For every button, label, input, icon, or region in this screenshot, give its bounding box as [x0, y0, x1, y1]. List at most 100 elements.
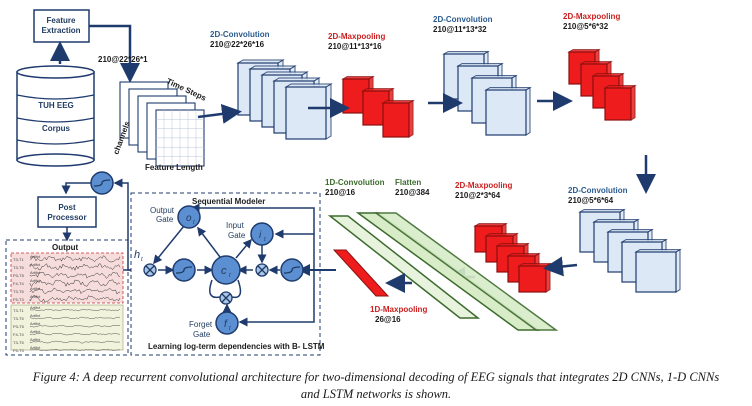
pool1-shape: 210@11*13*16 [328, 42, 382, 51]
eeg-channel-label: F4-T4 [13, 281, 24, 286]
conv1d-shape: 210@16 [325, 188, 356, 197]
eeg-trace-label: Artifct [30, 313, 41, 318]
input-gate-node: i t [250, 222, 274, 246]
eeg-trace [29, 287, 121, 295]
pool3-title: 2D-Maxpooling [455, 181, 512, 190]
post-processor-label-1: Post [58, 203, 76, 212]
eeg-trace [29, 332, 121, 336]
input-stack [119, 81, 205, 167]
feature-length-label: Feature Length [145, 163, 203, 172]
tanh-node-left [172, 258, 196, 282]
pool2-shape: 210@5*6*32 [563, 22, 609, 31]
output-gate-label-2: Gate [156, 215, 174, 224]
eeg-channel-label: T3-T1 [13, 308, 24, 313]
forget-gate-label-1: Forget [189, 320, 213, 329]
conv3-stack [578, 208, 682, 293]
tuh-eeg-database: TUH EEG Corpus [16, 65, 95, 167]
conv2-title: 2D-Convolution [433, 15, 493, 24]
svg-text:f: f [224, 319, 228, 330]
svg-text:t: t [229, 273, 231, 279]
pool1d-shape: 26@16 [375, 315, 401, 324]
arrow-conv3-pool3 [543, 256, 578, 277]
lstm-cell [153, 203, 315, 327]
pool1-stack [341, 75, 415, 138]
eeg-trace [29, 308, 121, 312]
flatten-title: Flatten [395, 178, 421, 187]
flatten-layer [355, 212, 559, 331]
eeg-trace-label: Artifct [30, 270, 41, 275]
multiply-node-output [143, 263, 157, 277]
svg-text:t: t [229, 326, 231, 332]
conv1-stack-face [285, 86, 327, 140]
eeg-channel-label: F4-T4 [13, 332, 24, 337]
feature-to-input-arrow [89, 24, 140, 83]
multiply-node-forget [219, 291, 233, 305]
eeg-trace-label: Artifct [30, 278, 41, 283]
eeg-trace-label: Artifct [30, 254, 41, 259]
flatten-shape: 210@384 [395, 188, 430, 197]
eeg-trace-label: Artifct [30, 305, 41, 310]
eeg-trace [29, 263, 121, 271]
forget-gate-node: f t [215, 311, 239, 335]
conv1d-title: 1D-Convolution [325, 178, 385, 187]
input-shape-label: 210@22*26*1 [98, 55, 148, 64]
forget-gate-label-2: Gate [193, 330, 211, 339]
svg-text:t: t [264, 237, 266, 243]
eeg-channel-label: P3-T5 [13, 273, 25, 278]
conv2-stack [442, 50, 532, 136]
eeg-channel-label: T3-T5 [13, 316, 24, 321]
lstm-to-sigmoid [113, 178, 131, 271]
pool2-stack [567, 48, 637, 121]
pool1d-title: 1D-Maxpooling [370, 305, 427, 314]
eeg-trace-label: Artifct [30, 321, 41, 326]
eeg-channel-label: F5-T3 [13, 348, 24, 353]
eeg-trace-label: Artifct [30, 337, 41, 342]
eeg-trace-label: Artifct [30, 286, 41, 291]
conv2-shape: 210@11*13*32 [433, 25, 487, 34]
lstm-title: Sequential Modeler [192, 197, 265, 206]
pool3-shape: 210@2*3*64 [455, 191, 501, 200]
eeg-trace [29, 316, 121, 320]
eeg-trace-label: Artifct [30, 329, 41, 334]
conv1-shape: 210@22*26*16 [210, 40, 265, 49]
eeg-panel-bottom [10, 304, 124, 351]
post-processor-box: Post Processor [37, 196, 97, 228]
output-title: Output [52, 243, 79, 252]
cell-state-node: c t [211, 255, 241, 285]
conv3-stack-face [635, 251, 677, 293]
eeg-trace [29, 271, 121, 279]
eeg-trace [29, 324, 120, 328]
pool2-title: 2D-Maxpooling [563, 12, 620, 21]
sigmoid-to-post [61, 182, 91, 195]
hidden-state-label: h [134, 249, 140, 261]
eeg-traces-top: T3-T1ArtifctT3-T5ArtifctP3-T5ArtifctF4-T… [13, 254, 121, 303]
pool1d-layer [332, 249, 390, 297]
eeg-panel-top [10, 252, 124, 304]
conv2-stack-face [485, 89, 527, 136]
svg-text:o: o [186, 213, 192, 224]
pool1-title: 2D-Maxpooling [328, 32, 385, 41]
eeg-trace-label: Artifct [30, 262, 41, 267]
tanh-node-right [280, 258, 304, 282]
multiply-node-input [255, 263, 269, 277]
eeg-traces-bottom: T3-T1ArtifctT3-T5ArtifctP3-T5ArtifctF4-T… [13, 305, 121, 353]
eeg-channel-label: F5-T3 [13, 297, 24, 302]
caption-line-1: Figure 4: A deep recurrent convolutional… [32, 370, 720, 384]
post-processor-label-2: Processor [47, 213, 86, 222]
eeg-trace [29, 340, 121, 344]
tuh-eeg-label: TUH EEG [38, 101, 74, 110]
conv3-title: 2D-Convolution [568, 186, 628, 195]
eeg-channel-label: T3-T5 [13, 340, 24, 345]
output-frame [5, 239, 129, 356]
svg-text:c: c [221, 265, 227, 277]
eeg-trace [29, 348, 121, 352]
conv3-shape: 210@5*6*64 [568, 196, 614, 205]
eeg-channel-label: T3-T1 [13, 257, 24, 262]
eeg-trace-label: Artifct [30, 345, 41, 350]
input-gate-label-1: Input [226, 221, 245, 230]
pool1-stack-side [408, 99, 414, 138]
pool3-stack-face [518, 265, 547, 293]
